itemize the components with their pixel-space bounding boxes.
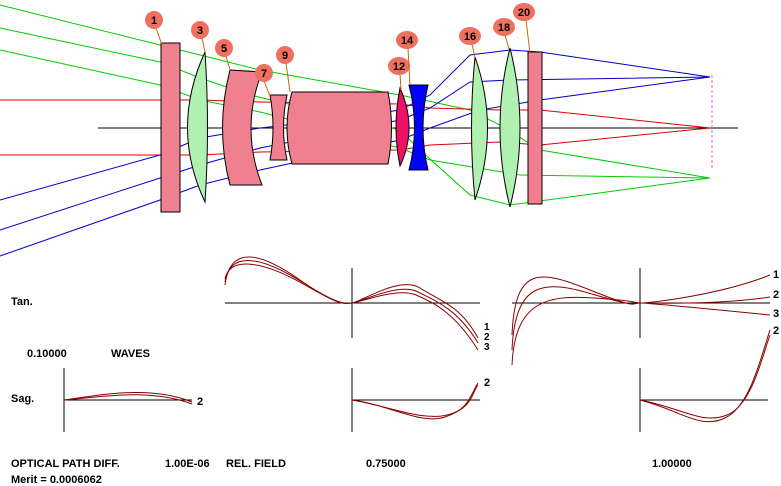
surface-label-3-text: 3 (197, 25, 203, 37)
surface-label-12: 12 (388, 57, 410, 91)
curve-left-sag-2 (63, 394, 193, 405)
surface-label-5-text: 5 (221, 43, 227, 55)
lens-element-14 (408, 84, 429, 171)
surface-label-1-text: 1 (151, 15, 157, 27)
curve-right-tan-2 (511, 286, 771, 351)
opd-label: OPTICAL PATH DIFF. (11, 458, 120, 470)
surface-label-3: 3 (191, 21, 209, 53)
scale-value: 0.10000 (27, 348, 67, 360)
sagittal-label: Sag. (11, 393, 35, 405)
surface-label-14: 14 (396, 31, 418, 86)
surface-label-9-text: 9 (282, 50, 288, 62)
surface-callouts: 1 3 5 7 9 12 14 (145, 3, 535, 97)
curve-mid-tan-3 (224, 263, 479, 351)
lens-element-20 (527, 51, 543, 205)
surface-label-5: 5 (215, 39, 233, 71)
curve-mid-sag-2 (351, 384, 479, 417)
surface-label-12-text: 12 (393, 61, 405, 73)
curve-number-mid-tan-2: 2 (484, 332, 490, 343)
surface-label-14-text: 14 (401, 35, 414, 47)
merit-value: Merit = 0.0006062 (11, 474, 102, 486)
field-max-value: 1.00000 (652, 458, 692, 470)
lens-element-9 (286, 91, 392, 165)
curve-number-mid-sag: 2 (484, 377, 491, 389)
plot-left-sag (63, 368, 193, 432)
curve-right-sag-1 (639, 329, 771, 423)
surface-label-1: 1 (145, 11, 163, 46)
lens-element-16 (471, 56, 488, 201)
surface-label-18-text: 18 (498, 22, 510, 34)
surface-label-9: 9 (276, 46, 294, 93)
surface-label-18: 18 (493, 18, 515, 50)
lens-element-18 (499, 47, 521, 208)
field-mid-value: 0.75000 (366, 458, 406, 470)
plot-right-sag (639, 329, 771, 432)
surface-label-7-text: 7 (261, 68, 267, 80)
curve-mid-sag-1 (351, 382, 479, 420)
lens-element-1 (160, 42, 181, 213)
rel-field-label: REL. FIELD (226, 458, 286, 470)
lens-elements (160, 42, 543, 213)
plot-mid-sag (351, 368, 480, 432)
surface-label-16-text: 16 (464, 31, 476, 43)
lens-element-5 (222, 69, 263, 186)
wavelength-value: 1.00E-06 (165, 458, 210, 470)
curve-number-right-sag: 2 (773, 325, 780, 337)
surface-label-16: 16 (459, 27, 481, 59)
curve-number-right-tan-3: 3 (773, 308, 780, 320)
curve-number-mid-tan-3: 3 (484, 342, 490, 353)
plot-mid-tan (224, 256, 480, 351)
scale-units: WAVES (111, 348, 150, 360)
curve-number-mid-tan-1: 1 (484, 322, 490, 333)
curve-number-right-tan-1: 1 (773, 269, 780, 281)
lens-element-12 (395, 86, 410, 168)
curve-number-right-tan-2: 2 (773, 289, 780, 301)
lens-element-7 (269, 94, 288, 161)
plot-right-tan (511, 268, 771, 366)
surface-label-7: 7 (255, 64, 273, 97)
lens-element-3 (187, 51, 208, 204)
curve-right-tan-1 (511, 274, 771, 336)
curve-right-tan-3 (511, 296, 771, 366)
surface-label-20: 20 (513, 3, 535, 54)
tangential-label: Tan. (11, 296, 33, 308)
curve-right-sag-2 (639, 334, 771, 419)
curve-left-sag-1 (63, 391, 193, 403)
curve-number-left-sag: 2 (197, 396, 204, 408)
surface-label-20-text: 20 (518, 7, 530, 19)
